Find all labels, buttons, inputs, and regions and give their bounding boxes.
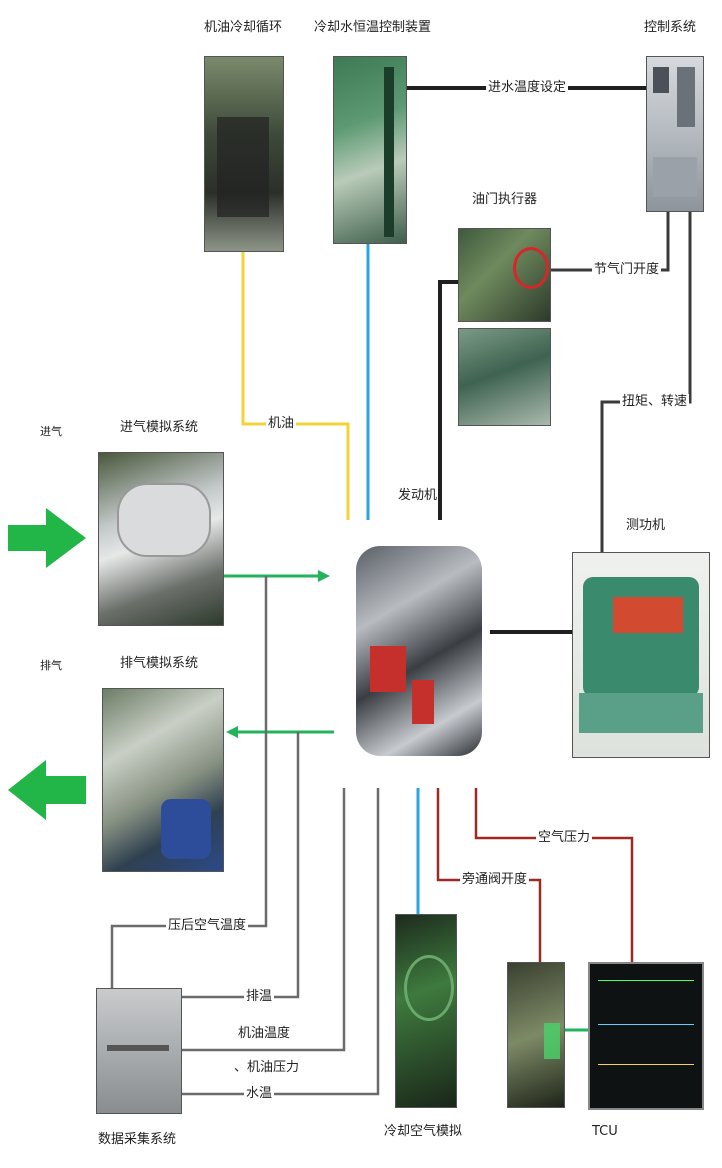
label-throttle-opening: 节气门开度 bbox=[592, 262, 662, 278]
dynamometer-photo bbox=[572, 552, 710, 758]
label-oil-cooling: 机油冷却循环 bbox=[204, 20, 283, 35]
cooling-air-photo bbox=[395, 914, 457, 1108]
line-exhaust-temp bbox=[180, 732, 300, 999]
label-exhaust-temp: 排温 bbox=[244, 989, 275, 1005]
label-cooling-air-sim: 冷却空气模拟 bbox=[384, 1124, 463, 1139]
line-throttle-opening bbox=[549, 210, 670, 272]
label-intake-flow: 进气 bbox=[40, 425, 62, 438]
label-torque-speed: 扭矩、转速 bbox=[620, 394, 690, 410]
line-engine-throttle bbox=[438, 280, 458, 520]
big-exhaust-arrow bbox=[8, 760, 86, 820]
label-data-acquisition: 数据采集系统 bbox=[98, 1132, 177, 1147]
exhaust-sim-photo bbox=[102, 688, 224, 872]
label-oil-temp-line2: 、机油压力 bbox=[232, 1060, 302, 1076]
line-oil-temp-pressure bbox=[180, 788, 346, 1052]
label-control-system: 控制系统 bbox=[644, 20, 697, 35]
label-coolant-control: 冷却水恒温控制装置 bbox=[314, 20, 432, 35]
label-water-temp: 水温 bbox=[244, 1086, 275, 1102]
engine-photo bbox=[352, 520, 490, 788]
throttle-actuator-photo-2 bbox=[458, 328, 551, 426]
data-acquisition-photo bbox=[96, 988, 182, 1114]
arrow-exhaust-air bbox=[226, 726, 238, 738]
label-oil: 机油 bbox=[266, 416, 297, 432]
label-air-pressure: 空气压力 bbox=[536, 830, 593, 846]
label-exhaust-flow: 排气 bbox=[40, 659, 62, 672]
control-system-photo bbox=[646, 56, 704, 212]
label-oil-temp-line1: 机油温度 bbox=[236, 1026, 293, 1042]
label-inlet-water-temp: 进水温度设定 bbox=[486, 80, 569, 96]
label-throttle-actuator: 油门执行器 bbox=[472, 192, 538, 207]
label-intake-sim: 进气模拟系统 bbox=[120, 420, 199, 435]
label-post-comp-air-temp: 压后空气温度 bbox=[166, 918, 249, 934]
throttle-actuator-photo bbox=[458, 228, 551, 322]
label-tcu: TCU bbox=[592, 1124, 618, 1139]
tcu-actuator-photo bbox=[507, 962, 565, 1108]
label-bypass-valve: 旁通阀开度 bbox=[460, 872, 530, 888]
intake-sim-photo bbox=[98, 452, 224, 626]
arrow-intake-air bbox=[318, 570, 330, 582]
label-dynamometer: 测功机 bbox=[626, 518, 666, 533]
label-exhaust-sim: 排气模拟系统 bbox=[120, 656, 199, 671]
tcu-screen-photo bbox=[588, 962, 704, 1110]
oil-cooling-photo bbox=[204, 56, 284, 252]
label-engine: 发动机 bbox=[398, 488, 438, 503]
coolant-control-photo bbox=[333, 56, 407, 244]
line-oil bbox=[241, 250, 350, 520]
big-intake-arrow bbox=[8, 508, 86, 568]
